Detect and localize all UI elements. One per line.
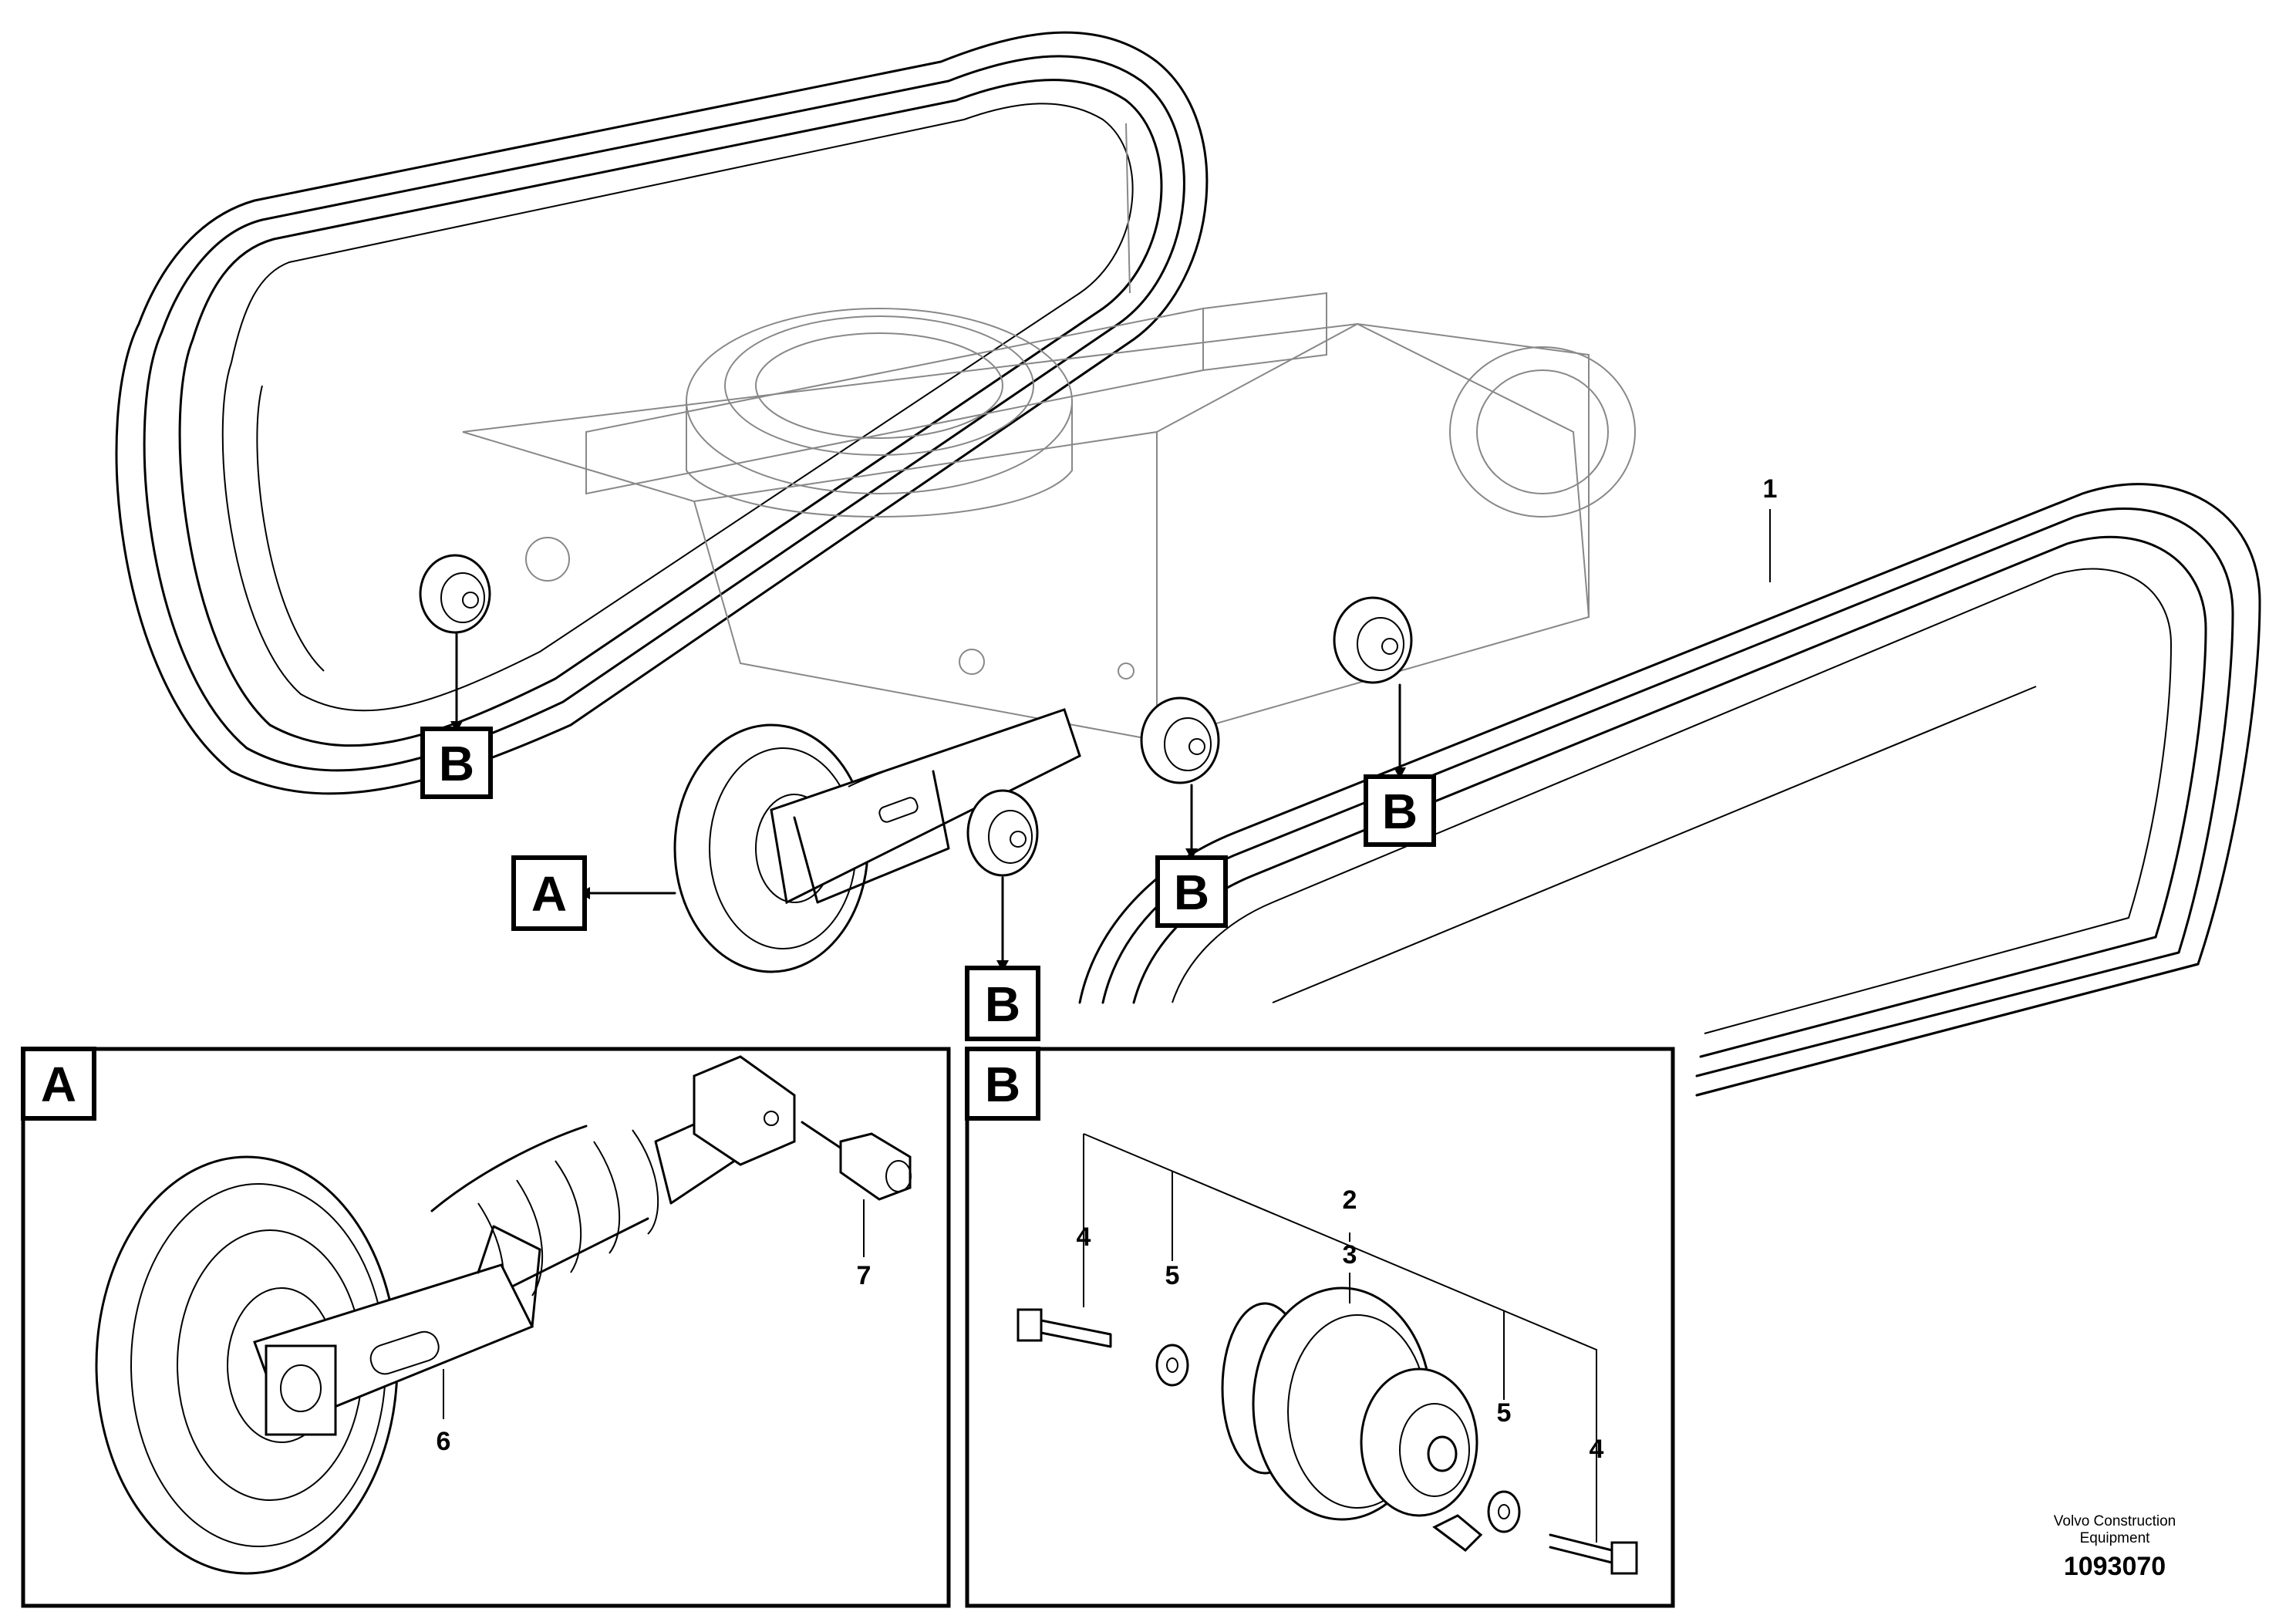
- track-roller-main-4: [1333, 596, 1413, 684]
- track-roller-main-1: [419, 554, 491, 634]
- part-number-7: 7: [857, 1261, 872, 1290]
- undercarriage-frame: [462, 292, 1636, 742]
- left-track: [115, 31, 1209, 795]
- document-number: 1093070: [2063, 1552, 2166, 1581]
- undercarriage-assembly: B B B B A 1: [115, 31, 2261, 1097]
- callout-b-3: B: [1155, 855, 1228, 928]
- company-name: Volvo Construction Equipment: [2053, 1513, 2176, 1546]
- part-number-3: 3: [1343, 1240, 1357, 1270]
- track-roller-main-3: [1140, 696, 1220, 784]
- right-track: [1078, 483, 2261, 1097]
- svg-text:B: B: [1382, 784, 1418, 839]
- svg-text:B: B: [439, 736, 474, 791]
- svg-text:B: B: [985, 976, 1020, 1032]
- svg-text:B: B: [1174, 865, 1209, 920]
- part-number-1: 1: [1763, 474, 1778, 504]
- part-number-2: 2: [1343, 1185, 1357, 1215]
- track-roller-main-2: [966, 789, 1039, 877]
- part-number-4-left: 4: [1077, 1222, 1091, 1252]
- detail-a-panel: A 7 6: [21, 1047, 951, 1608]
- callout-b-2: B: [965, 966, 1040, 1041]
- part-number-4-right: 4: [1590, 1435, 1604, 1464]
- svg-text:A: A: [531, 866, 567, 922]
- callout-b-4: B: [1364, 774, 1436, 847]
- svg-text:B: B: [985, 1057, 1020, 1112]
- callout-b-1: B: [420, 727, 493, 799]
- footer-block: Volvo Construction Equipment 1093070: [2034, 1513, 2196, 1582]
- callout-a-main: A: [511, 855, 587, 931]
- part-number-6: 6: [437, 1427, 451, 1456]
- detail-b-panel: B 4 5 2 3 5 4: [965, 1047, 1675, 1608]
- callout-leaders: [450, 509, 1771, 972]
- front-idler-main-view: [673, 708, 1081, 973]
- svg-text:A: A: [41, 1057, 76, 1112]
- part-number-5-left: 5: [1165, 1261, 1180, 1290]
- part-number-5-right: 5: [1497, 1398, 1512, 1428]
